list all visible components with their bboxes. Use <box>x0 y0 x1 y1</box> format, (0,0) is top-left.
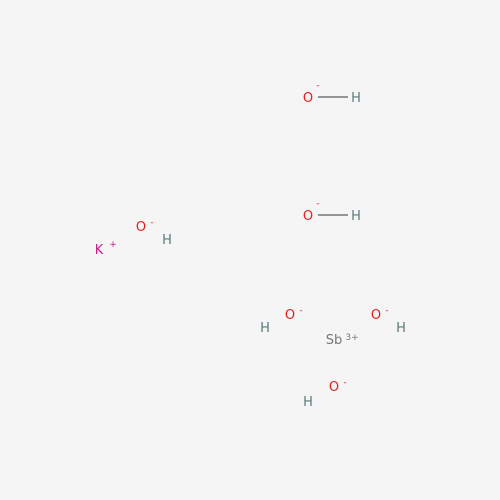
potassium-charge: + <box>109 240 117 250</box>
antimony-ion: Sb 3+ <box>326 333 359 348</box>
hydroxide-6: O - H <box>303 378 347 410</box>
oxygen-charge: - <box>316 81 319 91</box>
oxygen-atom: O <box>303 91 313 106</box>
hydrogen-atom: H <box>396 321 406 336</box>
oxygen-charge: - <box>299 306 302 316</box>
hydroxide-5: O - H <box>371 306 406 336</box>
oxygen-charge: - <box>343 378 346 388</box>
hydrogen-atom: H <box>162 233 172 248</box>
oxygen-charge: - <box>385 306 388 316</box>
oxygen-charge: - <box>150 218 153 228</box>
hydroxide-1: O - H <box>303 81 361 106</box>
oxygen-atom: O <box>303 209 313 224</box>
potassium-atom: K <box>95 243 104 258</box>
hydroxide-3: O - H <box>136 218 172 248</box>
potassium-ion: K + <box>95 240 117 258</box>
oxygen-atom: O <box>136 220 146 235</box>
oxygen-atom: O <box>329 380 339 395</box>
oxygen-charge: - <box>316 199 319 209</box>
antimony-atom: Sb <box>326 333 343 348</box>
oxygen-atom: O <box>285 308 295 323</box>
antimony-charge: 3+ <box>345 333 358 343</box>
hydrogen-atom: H <box>303 395 313 410</box>
hydroxide-2: O - H <box>303 199 361 224</box>
hydrogen-atom: H <box>351 209 361 224</box>
hydrogen-atom: H <box>260 321 270 336</box>
oxygen-atom: O <box>371 308 381 323</box>
hydrogen-atom: H <box>351 91 361 106</box>
hydroxide-4: O - H <box>260 306 303 336</box>
